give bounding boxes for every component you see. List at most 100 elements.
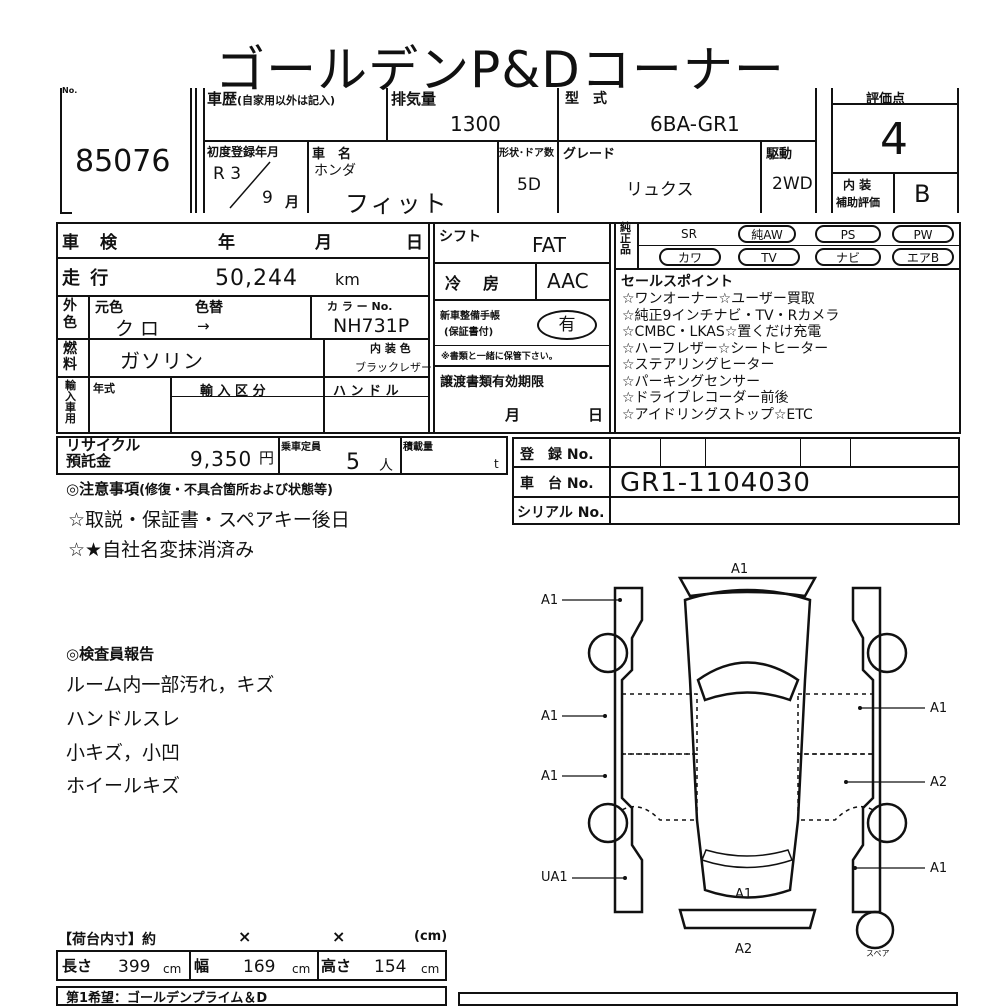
wheel-front-left [587, 632, 629, 674]
inspection-day: 日 [406, 233, 423, 253]
cargo-x1: × [238, 927, 252, 946]
transfer-day: 日 [588, 406, 604, 424]
grid-line [760, 140, 762, 213]
import-class-label: 輸 入 区 分 [200, 384, 266, 399]
first-reg-month: 9 [262, 188, 273, 208]
inspector-item: ルーム内一部汚れ，キズ [66, 674, 275, 696]
grid-line [433, 222, 435, 432]
shift-label: シフト [439, 229, 481, 245]
first-reg-slash [229, 161, 271, 209]
first-reg-era: R 3 [213, 164, 242, 184]
grid-line [433, 299, 609, 301]
grid-line [557, 140, 559, 213]
first-reg-month-unit: 月 [285, 195, 299, 211]
grid-line [56, 376, 428, 378]
grid-line [433, 365, 609, 367]
sales-point: ☆ハーフレザー☆シートヒーター [622, 340, 829, 357]
inspection-label: 車 検 [62, 233, 119, 253]
diagram-label-right-mid1: A1 [930, 701, 948, 716]
manual-label-2: (保証書付) [444, 327, 494, 338]
grid-line [170, 396, 428, 397]
diagram-label-rear: A2 [735, 942, 753, 957]
sales-points-list: ☆ワンオーナー☆ユーザー買取 ☆純正9インチナビ・TV・Rカメラ ☆CMBC・L… [622, 291, 839, 423]
color-orig-label: 元色 [95, 300, 123, 316]
grid-line [400, 436, 402, 475]
color-arrow: → [197, 317, 210, 335]
interior-color-label: 内 装 色 [370, 342, 411, 355]
import-label: 輸入車用 [65, 379, 76, 425]
recycle-row [56, 436, 508, 475]
door-right-front [797, 693, 874, 755]
grid-line [614, 268, 959, 270]
shift-value: FAT [532, 233, 567, 257]
grid-line [512, 496, 960, 498]
grid-line [278, 436, 280, 475]
cargo-width-label: 幅 [194, 957, 210, 975]
lot-bracket-left [60, 88, 62, 213]
grid-line [56, 222, 961, 224]
grid-line [88, 295, 90, 338]
chassis-no: GR1-1104030 [620, 468, 811, 498]
cargo-row [56, 950, 447, 981]
fuel-label: 燃料 [63, 341, 77, 373]
cargo-height-unit: cm [421, 962, 440, 976]
transfer-month: 月 [505, 406, 521, 424]
ac-label: 冷 房 [445, 274, 503, 293]
grid-line [609, 222, 611, 432]
grid-line [497, 140, 499, 213]
grid-line [56, 432, 961, 434]
car-top-view [683, 588, 812, 899]
diagram-label-rear-inner: A1 [735, 887, 753, 902]
grid-line [88, 376, 90, 432]
doors-value: 5D [517, 175, 541, 195]
mileage-label: 走 行 [62, 268, 111, 289]
cargo-unit-paren: (cm) [414, 929, 448, 944]
grid-line [893, 172, 895, 213]
equipment-label: 純正品 [620, 221, 631, 256]
grid-line [88, 338, 90, 376]
car-front [677, 576, 818, 598]
car-name-label: 車 名 [312, 147, 352, 162]
grid-line [609, 437, 611, 525]
inspector-item: 小キズ，小凹 [66, 742, 181, 764]
drive-value: 2WD [772, 174, 813, 194]
sales-points-label: セールスポイント [621, 274, 733, 290]
grid-line [831, 88, 833, 213]
reg-no-label: 登 録 No. [520, 447, 594, 463]
grid-line [323, 338, 325, 376]
score-value: 4 [880, 114, 908, 165]
grid-line [203, 140, 815, 142]
diagram-label-left-top: A1 [541, 593, 559, 608]
cargo-width: 169 [243, 957, 276, 977]
equip-sr: SR [681, 227, 697, 241]
diagram-label-right-mid2: A2 [930, 775, 948, 790]
lot-bracket-bottom [60, 212, 72, 214]
spare-label: スペア [866, 949, 890, 958]
grid-line [189, 950, 191, 981]
model-label: 型 式 [565, 91, 607, 107]
grid-line [56, 295, 428, 297]
notes-item: ☆取説・保証書・スペアキー後日 [68, 509, 350, 531]
cargo-height-label: 高さ [321, 957, 352, 975]
doors-label: 形状･ドア数 [499, 148, 554, 159]
grid-line [831, 103, 958, 105]
grid-line [310, 295, 312, 338]
recycle-label-2: 預託金 [66, 452, 112, 470]
sales-point: ☆ワンオーナー☆ユーザー買取 [622, 291, 815, 307]
displacement-label: 排気量 [391, 90, 437, 108]
lot-number: 85076 [75, 144, 171, 179]
serial-no-label: シリアル No. [517, 505, 605, 521]
grid-line [705, 437, 706, 466]
car-right-side [851, 586, 882, 914]
equip-tv: TV [738, 248, 800, 266]
cargo-length: 399 [118, 957, 151, 977]
car-left-side [613, 586, 644, 914]
inspection-year: 年 [218, 233, 235, 253]
notes-heading: ◎注意事項(修復・不具合箇所および状態等) [66, 480, 333, 498]
equip-navi: ナビ [815, 248, 881, 266]
equip-airbag: エアB [892, 248, 954, 266]
diagram-label-left-bottom: UA1 [541, 870, 568, 885]
grid-line [815, 88, 817, 213]
import-handle-label: ハ ン ド ル [333, 384, 399, 399]
diagram-label-top: A1 [731, 562, 749, 577]
